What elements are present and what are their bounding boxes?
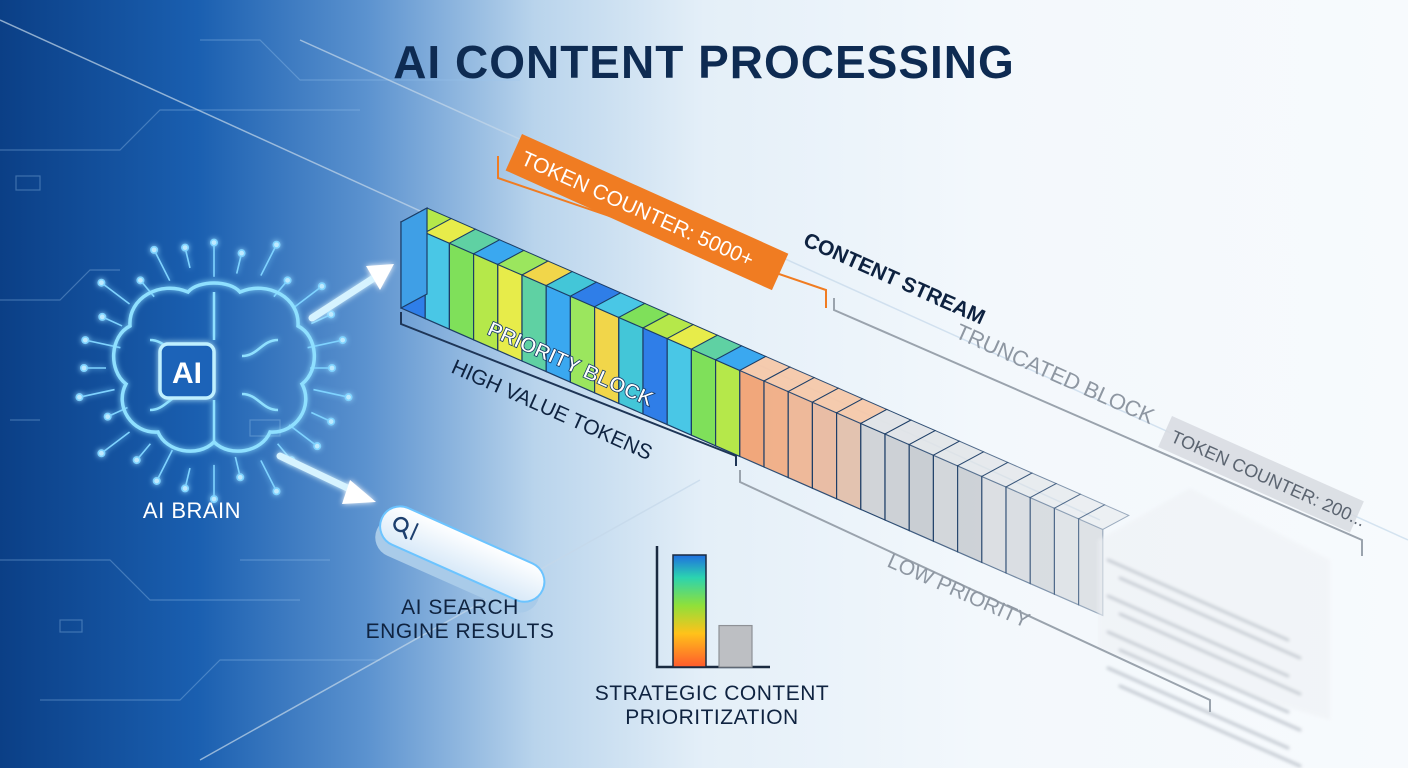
- ai-brain-icon: [75, 238, 353, 504]
- prioritization-label-line1: STRATEGIC CONTENT: [595, 682, 829, 705]
- brain-ray-node: [210, 495, 219, 504]
- brain-ray-node: [81, 336, 90, 345]
- stream-block: [932, 440, 985, 553]
- stream-block: [1053, 493, 1106, 606]
- brain-ray-node: [132, 456, 141, 465]
- stream-block: [956, 451, 1009, 564]
- content-stream: [399, 206, 1130, 617]
- blur-text-line: [1106, 558, 1290, 642]
- brain-ray: [153, 249, 171, 282]
- brain-ray: [313, 388, 349, 398]
- stream-block: [593, 292, 646, 405]
- arrow-to-search: [276, 452, 376, 504]
- stream-block: [1004, 472, 1058, 585]
- brain-ray-node: [283, 276, 292, 285]
- brain-ray: [100, 431, 131, 454]
- brain-ray-node: [327, 417, 336, 426]
- brain-ray: [260, 244, 278, 276]
- brain-ray: [260, 460, 278, 492]
- truncated-text-area: [1098, 488, 1330, 768]
- high-value-bracket: [400, 312, 737, 466]
- search-icon: [393, 516, 409, 540]
- search-label-line2: ENGINE RESULTS: [366, 620, 555, 643]
- blur-text-line: [1106, 630, 1290, 714]
- blur-text-line: [1118, 612, 1302, 696]
- stream-block: [908, 430, 961, 543]
- circuit-lines: [0, 39, 520, 701]
- low-priority-bracket: [739, 470, 1211, 712]
- stream-block: [1029, 483, 1082, 596]
- brain-ray-node: [338, 336, 347, 345]
- brain-ray-node: [236, 473, 245, 482]
- brain-ray-node: [313, 442, 322, 451]
- chart-bar-low: [718, 624, 753, 668]
- blur-text-line: [1106, 666, 1290, 750]
- stream-block: [448, 228, 501, 341]
- brain-outline: [111, 281, 317, 453]
- brain-ray: [79, 388, 115, 398]
- brain-ray-node: [327, 310, 336, 319]
- brain-ray-node: [272, 240, 281, 249]
- brain-ray-node: [98, 312, 107, 321]
- prioritization-label-line2: PRIORITIZATION: [625, 706, 798, 729]
- brain-ray-node: [103, 412, 112, 421]
- ai-chip-text: AI: [172, 357, 202, 390]
- blur-text-line: [1118, 576, 1302, 660]
- stream-block: [569, 281, 622, 394]
- brain-ray-node: [317, 282, 326, 291]
- ai-chip: [158, 342, 216, 400]
- chart-bar-priority: [672, 554, 707, 668]
- stream-block: [545, 271, 598, 384]
- stream-block: [883, 419, 937, 532]
- brain-ray-node: [181, 484, 190, 493]
- token-counter-high-badge: [505, 134, 789, 291]
- token-counter-high: TOKEN COUNTER: 5000+: [518, 147, 758, 271]
- brain-ray-node: [344, 393, 353, 402]
- arrow-to-stream: [308, 264, 394, 322]
- search-bar: [375, 505, 546, 613]
- page-title: AI CONTENT PROCESSING: [393, 36, 1015, 88]
- brain-ray-node: [97, 449, 106, 458]
- blur-text-line: [1118, 684, 1302, 768]
- brain-ray-node: [181, 243, 190, 252]
- prioritization-chart: [655, 546, 770, 669]
- brain-ray-node: [327, 363, 336, 372]
- brain-ray-node: [97, 278, 106, 287]
- stream-block: [1077, 504, 1130, 617]
- brain-ray: [293, 285, 323, 309]
- blur-text-line: [1118, 648, 1302, 732]
- brain-circuit-rays: [75, 238, 353, 504]
- brain-ray: [100, 282, 131, 305]
- stream-block: [424, 218, 477, 331]
- search-caret: [409, 522, 419, 541]
- brain-ray-node: [237, 249, 246, 258]
- stream-block: [666, 324, 719, 437]
- token-counter-low-badge: [1158, 416, 1364, 533]
- truncated-bracket: [833, 298, 1363, 556]
- stream-block: [762, 366, 816, 479]
- stream-end-face: [400, 206, 428, 310]
- brain-ray-node: [150, 245, 159, 254]
- brain-ray-node: [75, 393, 84, 402]
- brain-ray: [156, 449, 174, 482]
- stream-block: [787, 377, 840, 490]
- brain-ray: [288, 424, 318, 447]
- brain-ray-node: [80, 363, 89, 372]
- brain-ray-node: [210, 238, 219, 247]
- brain-ray-node: [136, 276, 145, 285]
- blur-text-line: [1106, 594, 1290, 678]
- brain-ray-node: [272, 487, 281, 496]
- search-label-line1: AI SEARCH: [401, 596, 519, 619]
- brain-ray-node: [152, 476, 161, 485]
- ai-brain-label: AI BRAIN: [143, 498, 241, 523]
